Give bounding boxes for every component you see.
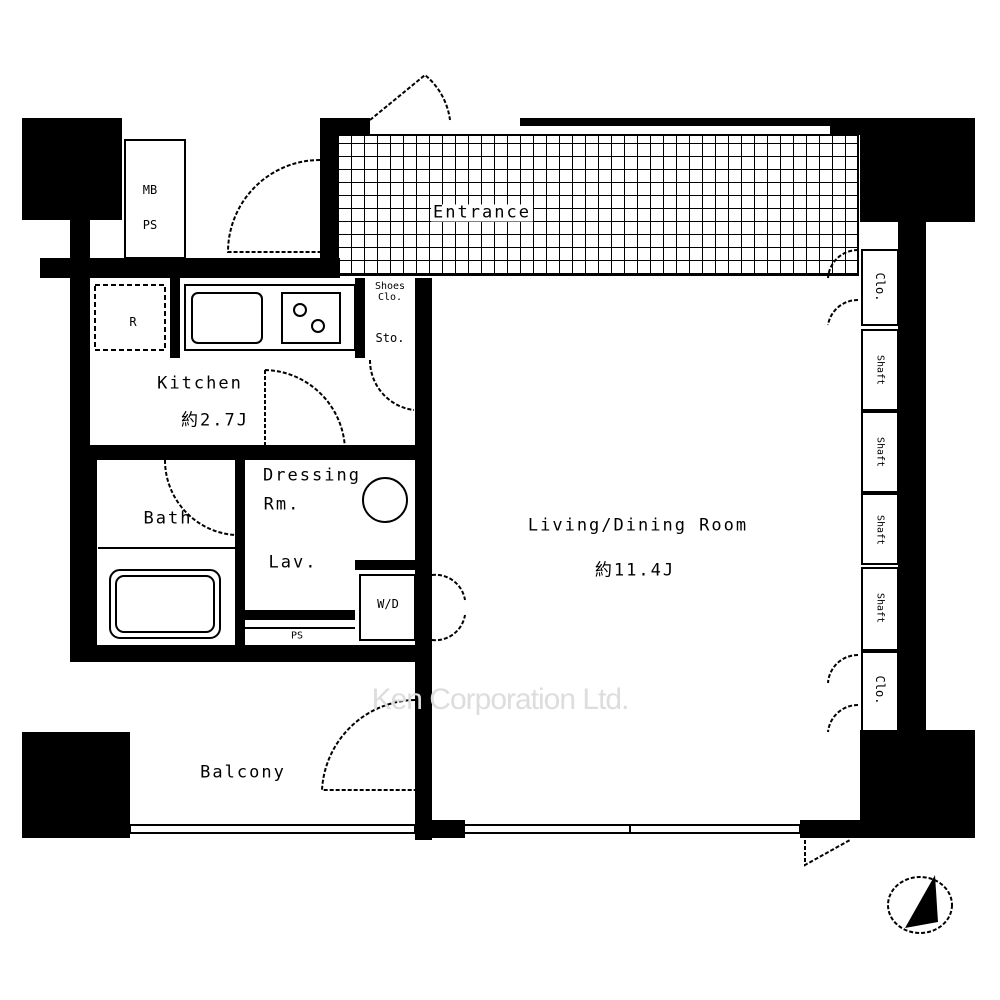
living-dining-label: Living/Dining Room xyxy=(527,515,749,536)
north-arrow-icon xyxy=(887,875,953,934)
dressing-label: Dressing xyxy=(263,465,361,486)
living-dining-size: 約11.4J xyxy=(594,560,676,581)
walls xyxy=(22,118,975,840)
shoes-closet-label: Shoes Clo. xyxy=(368,281,412,303)
washer-dryer-label: W/D xyxy=(377,597,399,611)
fridge-label: R xyxy=(129,315,137,329)
watermark: Ken Corporation Ltd. xyxy=(371,683,630,716)
shaft-label: Shaft xyxy=(874,514,886,546)
shaft-label: Shaft xyxy=(874,354,886,386)
closet-bottom-label: Clo. xyxy=(873,675,887,705)
storage-label: Sto. xyxy=(375,331,405,345)
ps-top-label: PS xyxy=(142,218,158,232)
entrance-tile-floor xyxy=(338,135,858,275)
dressing-rm-label: Rm. xyxy=(263,494,301,515)
entrance-label: Entrance xyxy=(431,202,533,223)
fixtures xyxy=(94,139,899,834)
balcony-label: Balcony xyxy=(200,762,286,783)
shaft-label: Shaft xyxy=(874,436,886,468)
bath-label: Bath xyxy=(143,508,193,529)
ps-bottom-label: PS xyxy=(290,630,304,642)
closet-top-label: Clo. xyxy=(873,272,887,302)
kitchen-size: 約2.7J xyxy=(181,410,249,431)
shaft-label: Shaft xyxy=(874,592,886,624)
door-swings xyxy=(163,73,859,867)
lavatory-label: Lav. xyxy=(268,552,318,573)
mb-label: MB xyxy=(142,183,158,197)
kitchen-label: Kitchen xyxy=(157,373,243,394)
